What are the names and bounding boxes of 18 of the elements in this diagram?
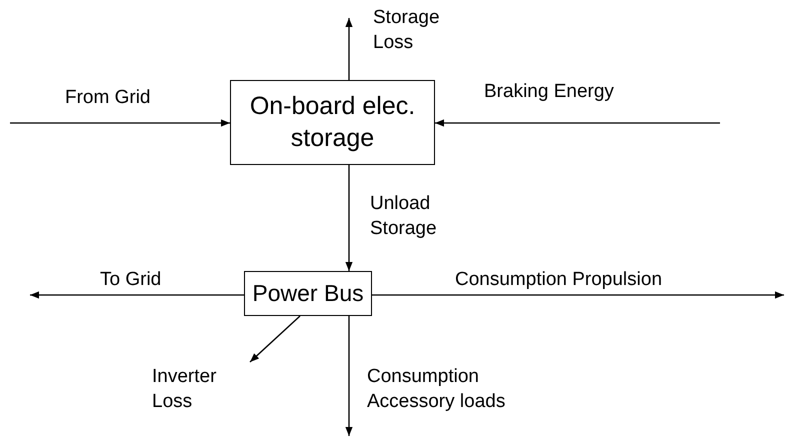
arrow	[10, 119, 230, 127]
process-box: On-board elec. storage	[230, 80, 435, 165]
arrow	[435, 119, 720, 127]
edge-label: From Grid	[65, 86, 152, 110]
edge-label: Inverter Loss	[152, 365, 218, 414]
edge-label: Consumption Accessory loads	[367, 365, 506, 414]
arrow	[372, 291, 784, 299]
edge-label: Consumption Propulsion	[455, 268, 664, 292]
edge-label: Unload Storage	[370, 192, 438, 241]
edge-label: Braking Energy	[484, 80, 615, 104]
arrow	[250, 316, 300, 362]
arrow	[345, 316, 353, 436]
arrow	[345, 18, 353, 80]
arrow	[345, 165, 353, 271]
edge-label: Storage Loss	[373, 6, 441, 55]
arrow	[30, 291, 244, 299]
edge-label: To Grid	[100, 268, 162, 292]
process-box: Power Bus	[244, 271, 372, 316]
